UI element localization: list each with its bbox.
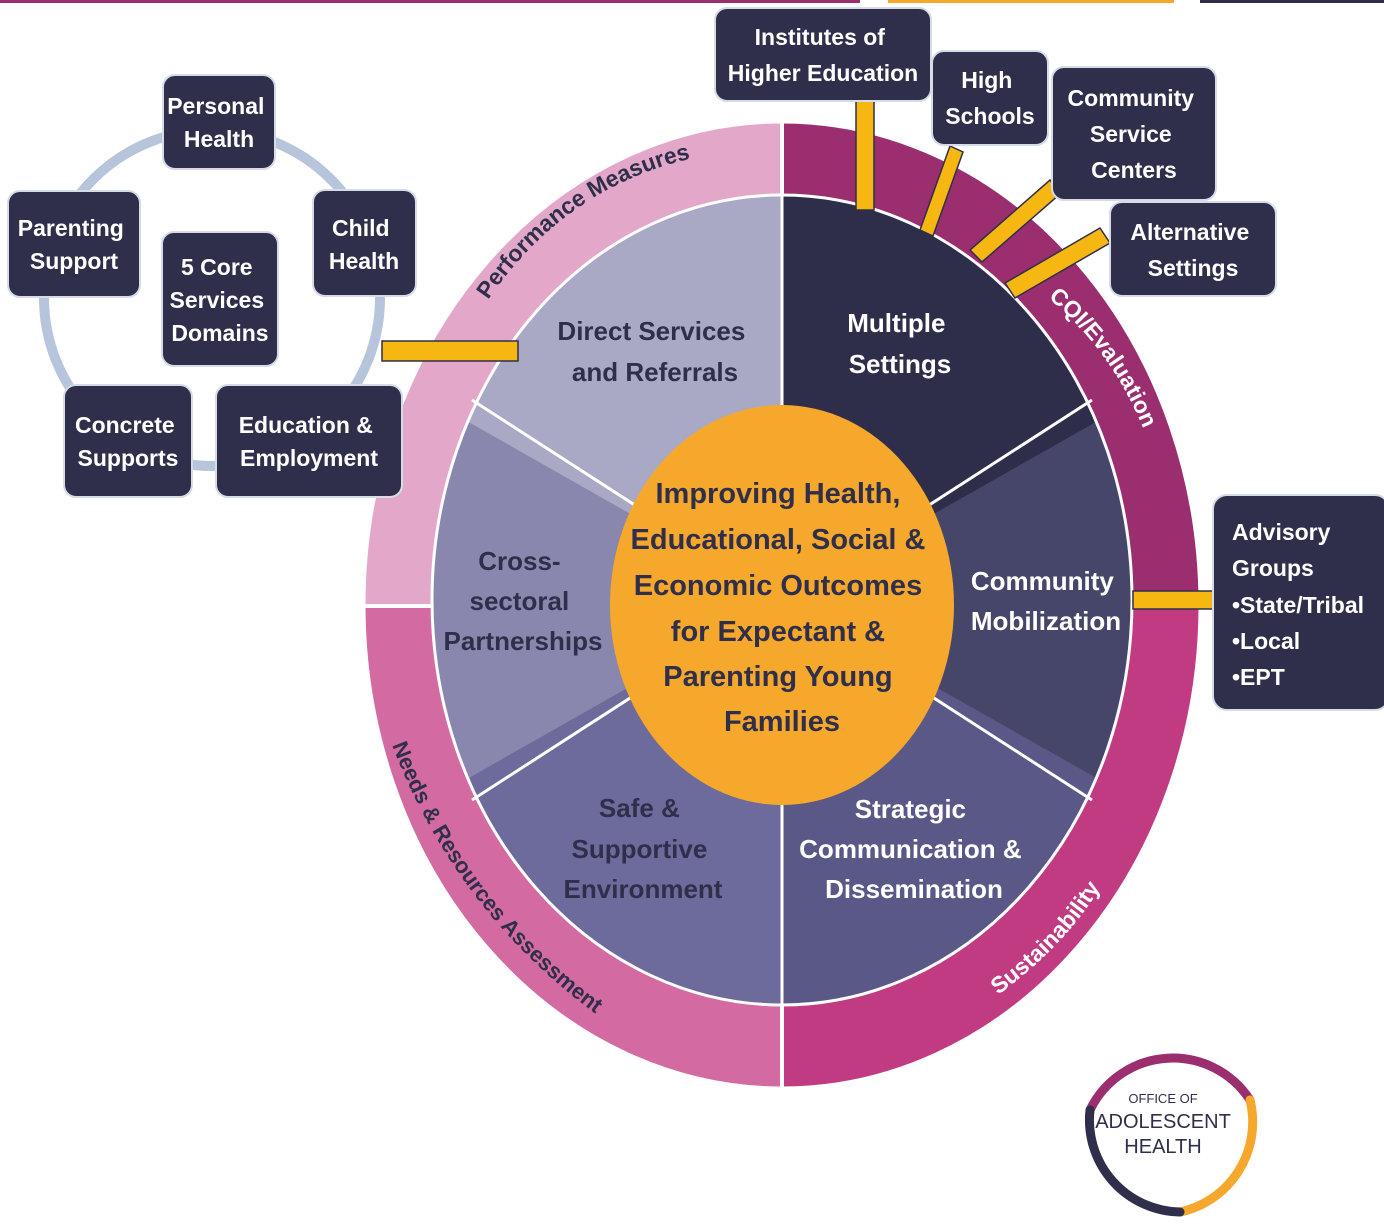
personal-health-box [162,74,276,170]
alternative-settings-label: Alternative Settings [1130,219,1255,281]
concrete-supports-box [63,384,193,498]
education-employment-box [215,384,403,498]
core-domain-center-label: 5 Core Services Domains [169,254,270,346]
concrete-supports-label: Concrete Supports [75,412,181,471]
logo-text-adolescent: ADOLESCENT [1095,1111,1231,1133]
core-domain-boxes [7,74,417,498]
logo-text-office: OFFICE OF [1128,1091,1197,1106]
header-rule [0,0,1384,3]
advisory-groups-box [1212,494,1384,711]
connector-high-schools [919,144,964,238]
center-circle [610,405,954,805]
segment-community-mobilization [782,400,1132,800]
segment-cross-sectoral [432,400,782,800]
child-health-box [312,189,417,297]
core-domain-center-box [161,231,279,367]
connector-advisory [1132,590,1220,610]
personal-health-label: Personal Health [167,93,271,152]
label-multiple-settings: Multiple Settings [847,308,952,379]
connector-core-domains [381,340,519,362]
education-employment-label: Education & Employment [239,412,380,471]
label-direct-services: Direct Services and Referrals [557,316,752,387]
child-health-label: Child Health [329,215,399,274]
community-centers-label: Community Service Centers [1068,85,1201,183]
label-community-mobilization: Community Mobilization [971,566,1121,636]
oah-logo: OFFICE OF ADOLESCENT HEALTH [1084,1053,1258,1217]
connector-institutes [855,99,875,211]
label-safe-environment: Safe & Supportive Environment [564,793,723,904]
center-title: Improving Health, Educational, Social & … [631,478,934,738]
institutes-label: Institutes of Higher Education [728,24,918,86]
parenting-support-label: Parenting Support [18,215,130,274]
label-cross-sectoral: Cross- sectoral Partnerships [444,546,603,656]
label-strategic-communication: Strategic Communication & Dissemination [799,794,1029,904]
logo-text-health: HEALTH [1124,1136,1201,1158]
high-schools-label: High Schools [945,67,1034,129]
alternative-settings-box [1109,201,1277,297]
connector-alternative [1003,226,1112,300]
parenting-support-box [7,190,141,298]
settings-boxes [714,7,1277,297]
community-centers-box [1051,66,1217,201]
advisory-groups-label: Advisory Groups •State/Tribal •Local •EP… [1232,519,1370,690]
high-schools-box [931,50,1049,146]
institutes-box [714,7,932,102]
